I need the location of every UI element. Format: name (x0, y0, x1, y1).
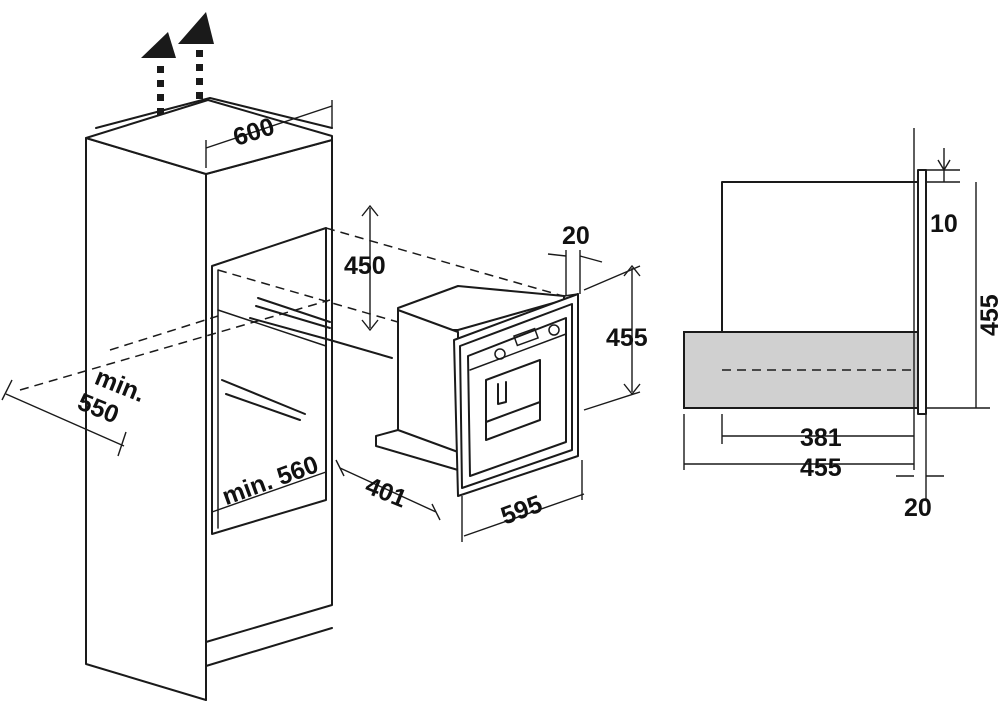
control-knob-icon (548, 324, 560, 336)
label-appliance-width: 595 (497, 490, 546, 531)
label-gap-height: 450 (344, 252, 386, 280)
cup-area (485, 359, 541, 441)
display-icon (512, 327, 540, 347)
upper-rail (249, 317, 393, 359)
label-front-thickness: 20 (562, 222, 590, 250)
dim-gap-height: 450 (344, 204, 386, 332)
cabinet-front (205, 139, 333, 643)
label-side-height: 455 (976, 294, 1000, 336)
dim-front-thickness: 20 (547, 222, 603, 296)
control-knob-icon (494, 348, 506, 360)
dim-appliance-height: 455 (583, 264, 648, 411)
label-appliance-height: 455 (606, 324, 648, 352)
dim-side-panel-thickness: 20 (896, 475, 944, 522)
lower-rail (221, 379, 306, 415)
niche-depth-guides (19, 227, 571, 391)
label-body-depth: 401 (361, 472, 410, 514)
dim-side-body-depth: 381 (721, 414, 914, 452)
cabinet-niche (211, 227, 327, 535)
cabinet-top (85, 99, 333, 175)
side-view-body (721, 181, 919, 333)
dim-body-depth: 401 (335, 459, 441, 521)
dim-side-height: 455 (926, 182, 1000, 409)
cabinet (85, 97, 393, 701)
side-view-front-panel (917, 169, 927, 415)
arrow-up-icon (141, 12, 214, 58)
dim-side-top-offset: 10 (926, 148, 960, 238)
label-side-panel-thickness: 20 (904, 494, 932, 522)
coffee-machine (375, 285, 579, 497)
label-side-body-depth: 381 (800, 424, 842, 452)
airflow-dots-right (196, 50, 203, 99)
cabinet-plinth-line (205, 627, 333, 667)
label-side-top-offset: 10 (930, 210, 958, 238)
appliance-front-panel (467, 317, 567, 477)
side-view (683, 128, 927, 500)
dim-side-total-depth: 455 (683, 414, 914, 482)
label-side-total-depth: 455 (800, 454, 842, 482)
spout-icon (497, 381, 507, 405)
appliance-front-frame (453, 293, 579, 497)
